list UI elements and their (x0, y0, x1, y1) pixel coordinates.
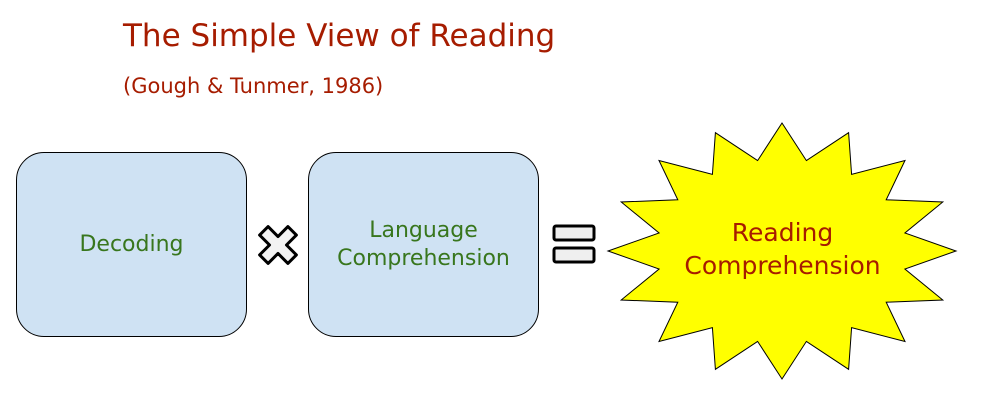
equals-icon (552, 224, 596, 264)
language-comprehension-box: Language Comprehension (308, 152, 539, 337)
citation: (Gough & Tunmer, 1986) (123, 74, 384, 98)
decoding-box: Decoding (16, 152, 247, 337)
language-comprehension-label: Language Comprehension (337, 217, 510, 271)
starburst-shape (606, 122, 958, 380)
decoding-label: Decoding (79, 231, 184, 257)
reading-comprehension-label: Reading Comprehension (684, 218, 881, 280)
diagram-title: The Simple View of Reading (123, 18, 556, 54)
multiply-icon (258, 225, 298, 265)
